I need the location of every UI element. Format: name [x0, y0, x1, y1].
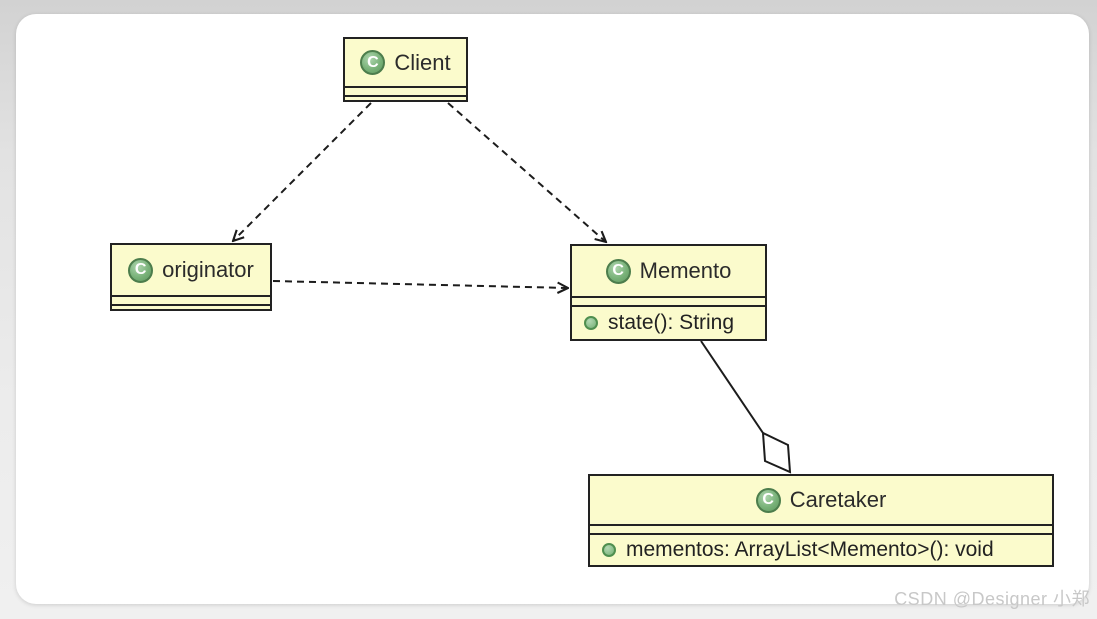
class-icon: C [128, 257, 154, 283]
class-icon: C [360, 50, 386, 75]
class-title-row: C Caretaker [590, 476, 1052, 524]
method-visibility-icon [602, 543, 616, 557]
fields-compartment-empty [345, 86, 466, 97]
class-box-originator: C originator [110, 243, 272, 311]
methods-compartment: mementos: ArrayList<Memento>(): void [590, 535, 1052, 565]
class-box-client: C Client [343, 37, 468, 102]
fields-compartment-empty [572, 296, 765, 307]
class-icon: C [605, 258, 631, 284]
methods-compartment: state(): String [572, 307, 765, 339]
fields-compartment-empty [112, 295, 270, 306]
class-title-row: C originator [112, 245, 270, 295]
fields-compartment-empty [590, 524, 1052, 535]
watermark: CSDN @Designer 小郑 [894, 589, 1090, 609]
class-title-row: C Client [345, 39, 466, 86]
method-signature: state(): String [608, 311, 735, 334]
class-name: originator [162, 257, 254, 282]
class-icon: C [755, 487, 781, 513]
method-signature: mementos: ArrayList<Memento>(): void [626, 538, 994, 561]
class-name: Caretaker [789, 487, 887, 512]
class-title-row: C Memento [572, 246, 765, 296]
class-name: Client [394, 49, 451, 75]
class-box-caretaker: C Caretaker mementos: ArrayList<Memento>… [588, 474, 1054, 567]
class-box-memento: C Memento state(): String [570, 244, 767, 341]
class-name: Memento [639, 258, 732, 283]
methods-compartment-empty [345, 97, 466, 100]
methods-compartment-empty [112, 306, 270, 309]
method-visibility-icon [584, 316, 598, 330]
